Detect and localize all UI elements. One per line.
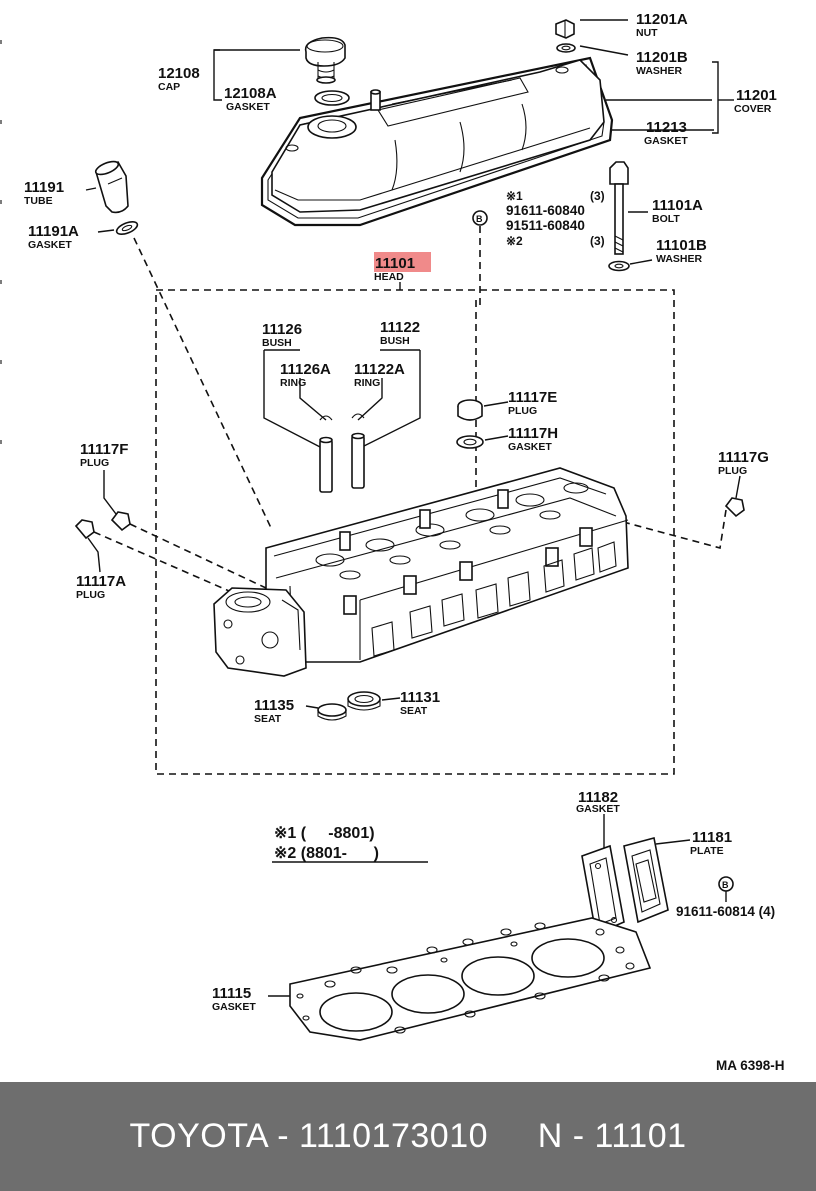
part-name-label: GASKET (644, 135, 688, 147)
head-part-highlight (374, 252, 431, 272)
part-name-label: WASHER (656, 253, 703, 265)
part-number-label: 11213 (646, 119, 687, 136)
part-name-label: WASHER (636, 65, 683, 77)
part-number-label: 11182 (578, 789, 618, 806)
part-name-label: GASKET (576, 803, 620, 815)
part-name-label: SEAT (254, 713, 282, 725)
head-bolt-drawing (472, 161, 653, 510)
part-name-label: PLATE (690, 845, 724, 857)
part-name-label: GASKET (212, 1001, 256, 1013)
part-number-label: 11117E (508, 389, 557, 406)
part-footer-text: TOYOTA - 1110173010 N - 11101 (129, 1117, 687, 1155)
part-name-label: PLUG (76, 589, 105, 601)
part-name-label: PLUG (718, 465, 747, 477)
part-name-label: TUBE (24, 195, 53, 207)
part-number-label: 11115 (212, 985, 251, 1002)
valve-cover-drawing (213, 19, 734, 227)
part-number-label: 11101A (652, 197, 703, 214)
plug-drawing (74, 399, 745, 595)
part-name-label: NUT (636, 27, 658, 39)
part-number-label: 11201 (736, 87, 777, 104)
note-line-1: ※1 ( -8801) (274, 825, 375, 842)
part-footer-bar: TOYOTA - 1110173010 N - 11101 (0, 1082, 816, 1191)
part-number-label: 12108A (224, 85, 277, 102)
part-number-label: 11191A (28, 223, 79, 240)
part-labels: 11201A NUT 11201B WASHER 11201 COVER 112… (24, 11, 785, 1073)
part-name-label: GASKET (226, 101, 270, 113)
part-name-label: BOLT (652, 213, 680, 225)
head-gasket-drawing (268, 917, 652, 1041)
part-number-label: 12108 (158, 65, 200, 82)
tube-drawing (85, 160, 273, 531)
part-name-label: RING (354, 377, 380, 389)
part-number-label: 11131 (400, 689, 440, 706)
part-number-label: 11201A (636, 11, 688, 28)
part-name-label: COVER (734, 103, 772, 115)
part-number-label: 11191 (24, 179, 64, 196)
bolt-part-number: 91611-60840 (506, 203, 585, 218)
note-line-2: ※2 (8801- ) (274, 845, 379, 862)
bush-ring-drawing (263, 349, 421, 493)
part-number-label: 11117H (508, 425, 558, 442)
part-number-label: 11117G (718, 449, 769, 466)
part-name-label: GASKET (508, 441, 552, 453)
part-name-label: PLUG (80, 457, 109, 469)
part-name-label: BUSH (262, 337, 292, 349)
head-group-box (155, 252, 675, 775)
diagram-code: MA 6398-H (716, 1058, 785, 1073)
bolt-b-marker: B (722, 880, 729, 890)
part-number-label: 11122 (380, 319, 420, 336)
cylinder-head-drawing (213, 467, 629, 677)
plate-gasket-drawing (581, 814, 734, 936)
part-name-label: SEAT (400, 705, 428, 717)
bolt-quantity: (3) (590, 189, 605, 203)
part-name-label: PLUG (508, 405, 537, 417)
parts-diagram: 11201A NUT 11201B WASHER 11201 COVER 112… (0, 11, 785, 1073)
valve-seat-drawing (305, 691, 401, 721)
head-part-name: HEAD (374, 271, 404, 283)
part-number-label: 11117A (76, 573, 126, 590)
bolt-part-number: 91511-60840 (506, 218, 585, 233)
part-number-label: 11101B (656, 237, 707, 254)
part-name-label: RING (280, 377, 306, 389)
part-number-label: 11126 (262, 321, 302, 338)
part-name-label: BUSH (380, 335, 410, 347)
bolt-footnote-mark: ※1 (506, 189, 523, 203)
part-name-label: CAP (158, 81, 180, 93)
part-number-label: 11135 (254, 697, 294, 714)
bolt-footnote-mark: ※2 (506, 234, 523, 248)
head-part-number: 11101 (375, 255, 415, 272)
part-number-label: 11181 (692, 829, 732, 846)
plate-bolt-part-number: 91611-60814 (4) (676, 904, 775, 919)
bolt-quantity: (3) (590, 234, 605, 248)
part-number-label: 11201B (636, 49, 688, 66)
bolt-b-marker: B (476, 214, 483, 224)
part-name-label: GASKET (28, 239, 72, 251)
part-number-label: 11117F (80, 441, 128, 458)
part-number-label: 11122A (354, 361, 405, 378)
part-number-label: 11126A (280, 361, 331, 378)
